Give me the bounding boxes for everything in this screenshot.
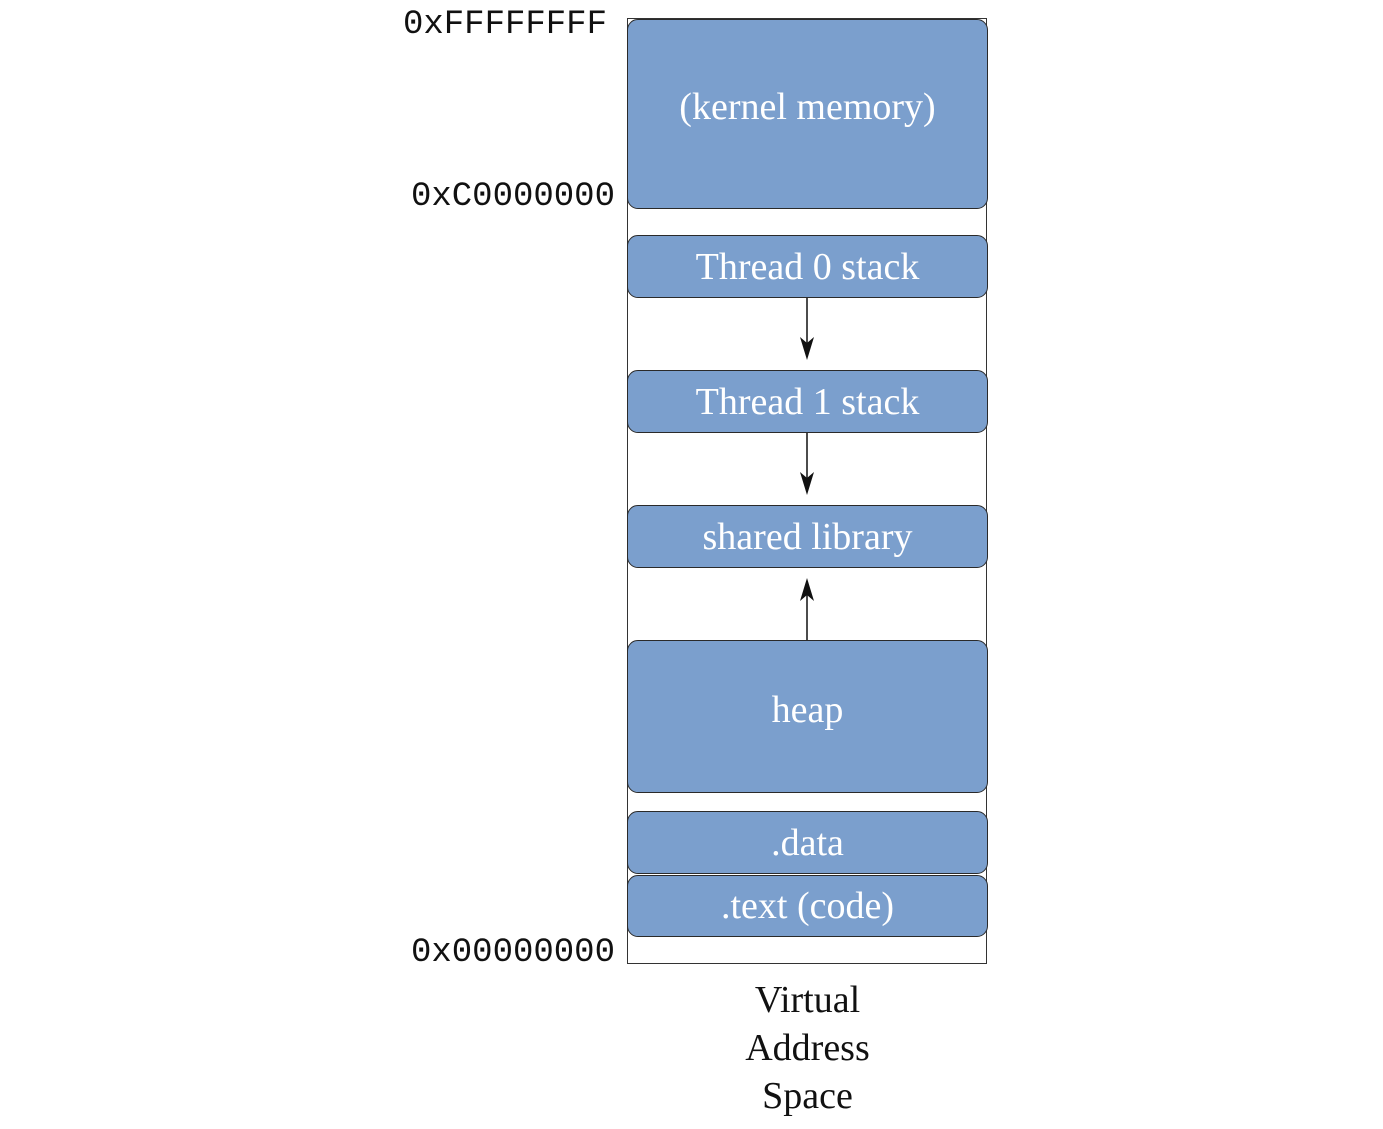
address-top-label: 0xFFFFFFFF [402,6,607,44]
caption-line-1: Virtual [754,979,861,1021]
caption-line-3: Space [762,1075,853,1117]
thread-1-stack-segment: Thread 1 stack [627,370,988,433]
thread-0-stack-down-arrow [800,298,814,360]
heap-up-arrow [800,578,814,640]
heap-segment: heap [627,640,988,793]
address-kernel-label: 0xC0000000 [410,178,615,216]
data-segment: .data [627,811,988,874]
virtual-address-space-caption: Virtual Address Space [627,976,988,1120]
address-space-outline [627,18,987,964]
thread-0-stack-segment: Thread 0 stack [627,235,988,298]
address-bottom-label: 0x00000000 [410,934,615,972]
kernel-memory-segment: (kernel memory) [627,19,988,209]
shared-library-segment: shared library [627,505,988,568]
text-code-segment: .text (code) [627,875,988,937]
thread-1-stack-down-arrow [800,433,814,495]
caption-line-2: Address [745,1027,870,1069]
